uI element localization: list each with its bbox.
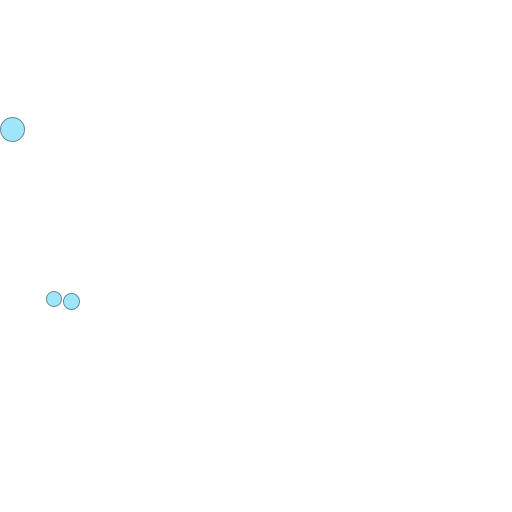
ball-small-left[interactable] [46,291,62,307]
ball-large[interactable] [0,117,25,142]
ball-small-right[interactable] [63,293,80,310]
